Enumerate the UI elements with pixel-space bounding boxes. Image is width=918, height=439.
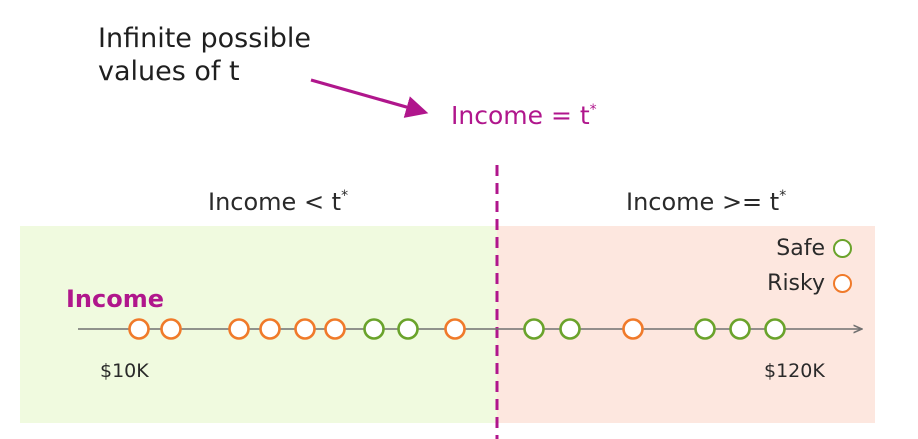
title: Infinite possible values of t: [98, 23, 312, 87]
min-value-label: $10K: [100, 360, 149, 382]
risky-point: [259, 318, 281, 340]
safe-point: [523, 318, 545, 340]
left-label-text: Income < t: [208, 188, 342, 216]
safe-dot-icon: [833, 239, 852, 258]
safe-point: [764, 318, 786, 340]
legend-risky-label: Risky: [767, 271, 825, 296]
risky-point: [324, 318, 346, 340]
safe-point: [397, 318, 419, 340]
legend-safe-label: Safe: [776, 236, 825, 261]
safe-point: [729, 318, 751, 340]
threshold-label-text: Income = t: [451, 101, 590, 130]
risky-point: [228, 318, 250, 340]
right-label-text: Income >= t: [626, 188, 780, 216]
safe-point: [559, 318, 581, 340]
threshold-label: Income = t*: [451, 101, 597, 130]
risky-point: [622, 318, 644, 340]
right-region: [497, 226, 875, 423]
risky-point: [294, 318, 316, 340]
safe-point: [694, 318, 716, 340]
left-label-sup: *: [341, 188, 349, 204]
axis-label: Income: [66, 285, 165, 313]
pointer-arrow: [310, 78, 429, 118]
right-region-label: Income >= t*: [626, 188, 786, 216]
legend-safe: Safe: [776, 236, 852, 261]
threshold-label-sup: *: [589, 102, 597, 118]
max-value-label: $120K: [764, 360, 825, 382]
data-points: [128, 318, 786, 340]
legend-risky: Risky: [767, 271, 852, 296]
safe-point: [363, 318, 385, 340]
risky-point: [128, 318, 150, 340]
left-region-label: Income < t*: [208, 188, 348, 216]
risky-point: [444, 318, 466, 340]
risky-point: [160, 318, 182, 340]
right-label-sup: *: [779, 188, 787, 204]
risky-dot-icon: [833, 274, 852, 293]
